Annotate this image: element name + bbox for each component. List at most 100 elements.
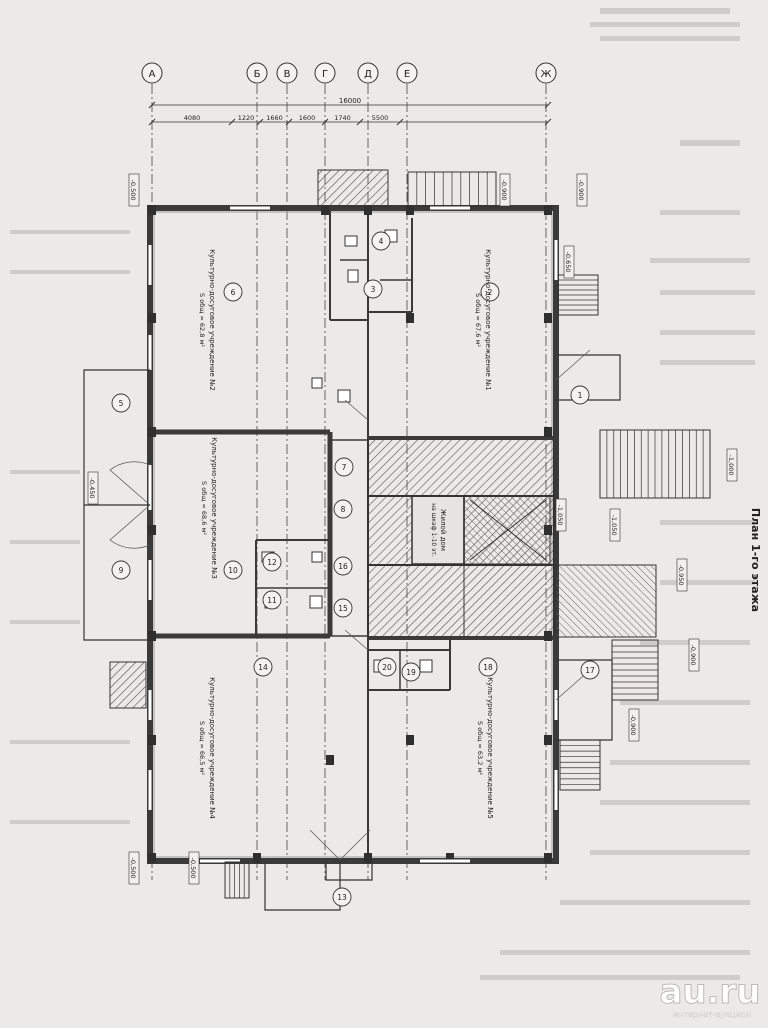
column <box>544 853 552 863</box>
svg-text:S общ = 63,2 м²: S общ = 63,2 м² <box>476 721 484 775</box>
axis-bubble-3: В <box>276 62 298 84</box>
svg-text:13: 13 <box>337 893 347 902</box>
background-text <box>10 8 755 980</box>
dimension-total: 16000 <box>339 97 361 105</box>
room-number-18: 18 <box>478 657 498 677</box>
stair-treads <box>229 172 704 898</box>
axis-bubble-6: Е <box>396 62 418 84</box>
svg-text:18: 18 <box>483 663 493 672</box>
svg-text:15: 15 <box>338 604 348 613</box>
column <box>148 313 156 323</box>
axis-bubble-1: А <box>141 62 163 84</box>
columns <box>148 205 552 863</box>
svg-text:11: 11 <box>267 596 277 605</box>
svg-text:Культурно-досуговое учреждение: Культурно-досуговое учреждение №4 <box>208 677 216 819</box>
svg-text:20: 20 <box>382 663 392 672</box>
room-number-14: 14 <box>253 657 273 677</box>
room-number-16: 16 <box>333 556 353 576</box>
room-number-5: 5 <box>111 393 131 413</box>
watermark-tagline: интернет-аукцион <box>673 1010 751 1019</box>
svg-text:5: 5 <box>119 399 124 408</box>
svg-text:-0,650: -0,650 <box>564 252 572 273</box>
svg-text:S общ = 67,6 м²: S общ = 67,6 м² <box>474 293 482 347</box>
exterior-stairs <box>109 169 711 899</box>
level-mark: -1,000 <box>726 448 738 482</box>
svg-text:6: 6 <box>231 288 236 297</box>
column <box>148 205 156 215</box>
sheet-caption: План 1-го этажа <box>749 508 762 612</box>
svg-text:Жилой дом: Жилой дом <box>439 509 447 551</box>
svg-text:-0,950: -0,950 <box>677 565 685 586</box>
svg-text:-0,500: -0,500 <box>129 858 137 879</box>
room-label-2: Культурно-досуговое учреждение №2 S общ … <box>198 249 216 391</box>
svg-text:-1,050: -1,050 <box>610 515 618 536</box>
room-number-9: 9 <box>111 560 131 580</box>
svg-text:на шкаф 1-10 эт.: на шкаф 1-10 эт. <box>430 503 437 557</box>
stair-core <box>367 437 555 639</box>
svg-text:Культурно-досуговое учреждение: Культурно-досуговое учреждение №3 <box>210 437 218 579</box>
svg-text:Культурно-досуговое учреждение: Культурно-досуговое учреждение №2 <box>208 249 216 391</box>
room-number-20: 20 <box>377 657 397 677</box>
svg-text:10: 10 <box>228 566 238 575</box>
room-number-7: 7 <box>334 457 354 477</box>
room-label-3: Культурно-досуговое учреждение №3 S общ … <box>200 437 218 579</box>
axis-label: Г <box>322 69 328 80</box>
room-number-13: 13 <box>332 887 352 907</box>
room-number-2: 2 <box>480 282 500 302</box>
axis-bubble-4: Г <box>314 62 336 84</box>
door-swings <box>109 349 591 861</box>
axis-label: А <box>149 69 156 80</box>
svg-text:S общ = 66,5 м²: S общ = 66,5 м² <box>198 721 206 775</box>
svg-text:3: 3 <box>371 285 376 294</box>
room-number-19: 19 <box>401 662 421 682</box>
level-mark: -0,650 <box>563 245 575 279</box>
interior-partitions <box>150 208 556 861</box>
svg-text:8: 8 <box>341 505 346 514</box>
level-mark: -0,500 <box>128 173 140 207</box>
level-mark: -0,900 <box>688 638 700 672</box>
column <box>364 853 372 863</box>
axis-label: Ж <box>541 69 552 80</box>
level-mark: -0,500 <box>128 851 140 885</box>
axis-bubble-5: Д <box>357 62 379 84</box>
axis-label: Д <box>364 69 372 80</box>
column <box>406 735 414 745</box>
entry-label: Жилой дом на шкаф 1-10 эт. <box>430 503 447 557</box>
axis-label: В <box>284 69 291 80</box>
level-mark: -0,500 <box>188 851 200 885</box>
column <box>326 755 334 765</box>
level-mark: -0,900 <box>576 173 588 207</box>
dimension-segment-6: 5500 <box>372 114 389 122</box>
dimension-segment-4: 1600 <box>299 114 316 122</box>
level-mark: -1,050 <box>555 498 567 532</box>
dimension-segment-3: 1660 <box>266 114 283 122</box>
sanitary-fixtures <box>261 229 433 673</box>
svg-text:1: 1 <box>578 391 583 400</box>
watermark: au.ru интернет-аукцион <box>659 972 761 1020</box>
column <box>364 205 372 215</box>
dimension-segment-1: 4080 <box>184 114 201 122</box>
svg-text:17: 17 <box>585 666 595 675</box>
svg-text:-0,900: -0,900 <box>629 715 637 736</box>
room-number-6: 6 <box>223 282 243 302</box>
dimension-ticks <box>148 101 552 126</box>
column <box>544 525 552 535</box>
svg-text:19: 19 <box>406 668 416 677</box>
room-label-4: Культурно-досуговое учреждение №4 S общ … <box>198 677 216 819</box>
svg-text:Культурно-досуговое учреждение: Культурно-досуговое учреждение №5 <box>486 677 494 819</box>
svg-text:-0,900: -0,900 <box>577 180 585 201</box>
column <box>148 427 156 437</box>
room-number-11: 11 <box>262 590 282 610</box>
column <box>253 853 261 863</box>
column <box>544 735 552 745</box>
svg-text:-0,500: -0,500 <box>189 858 197 879</box>
column <box>544 313 552 323</box>
svg-text:S общ = 68,6 м²: S общ = 68,6 м² <box>200 481 208 535</box>
room-label-1: Культурно-досуговое учреждение №1 S общ … <box>474 249 492 391</box>
dimension-segment-2: 1220 <box>238 114 255 122</box>
room-label-5: Культурно-досуговое учреждение №5 S общ … <box>476 677 494 819</box>
